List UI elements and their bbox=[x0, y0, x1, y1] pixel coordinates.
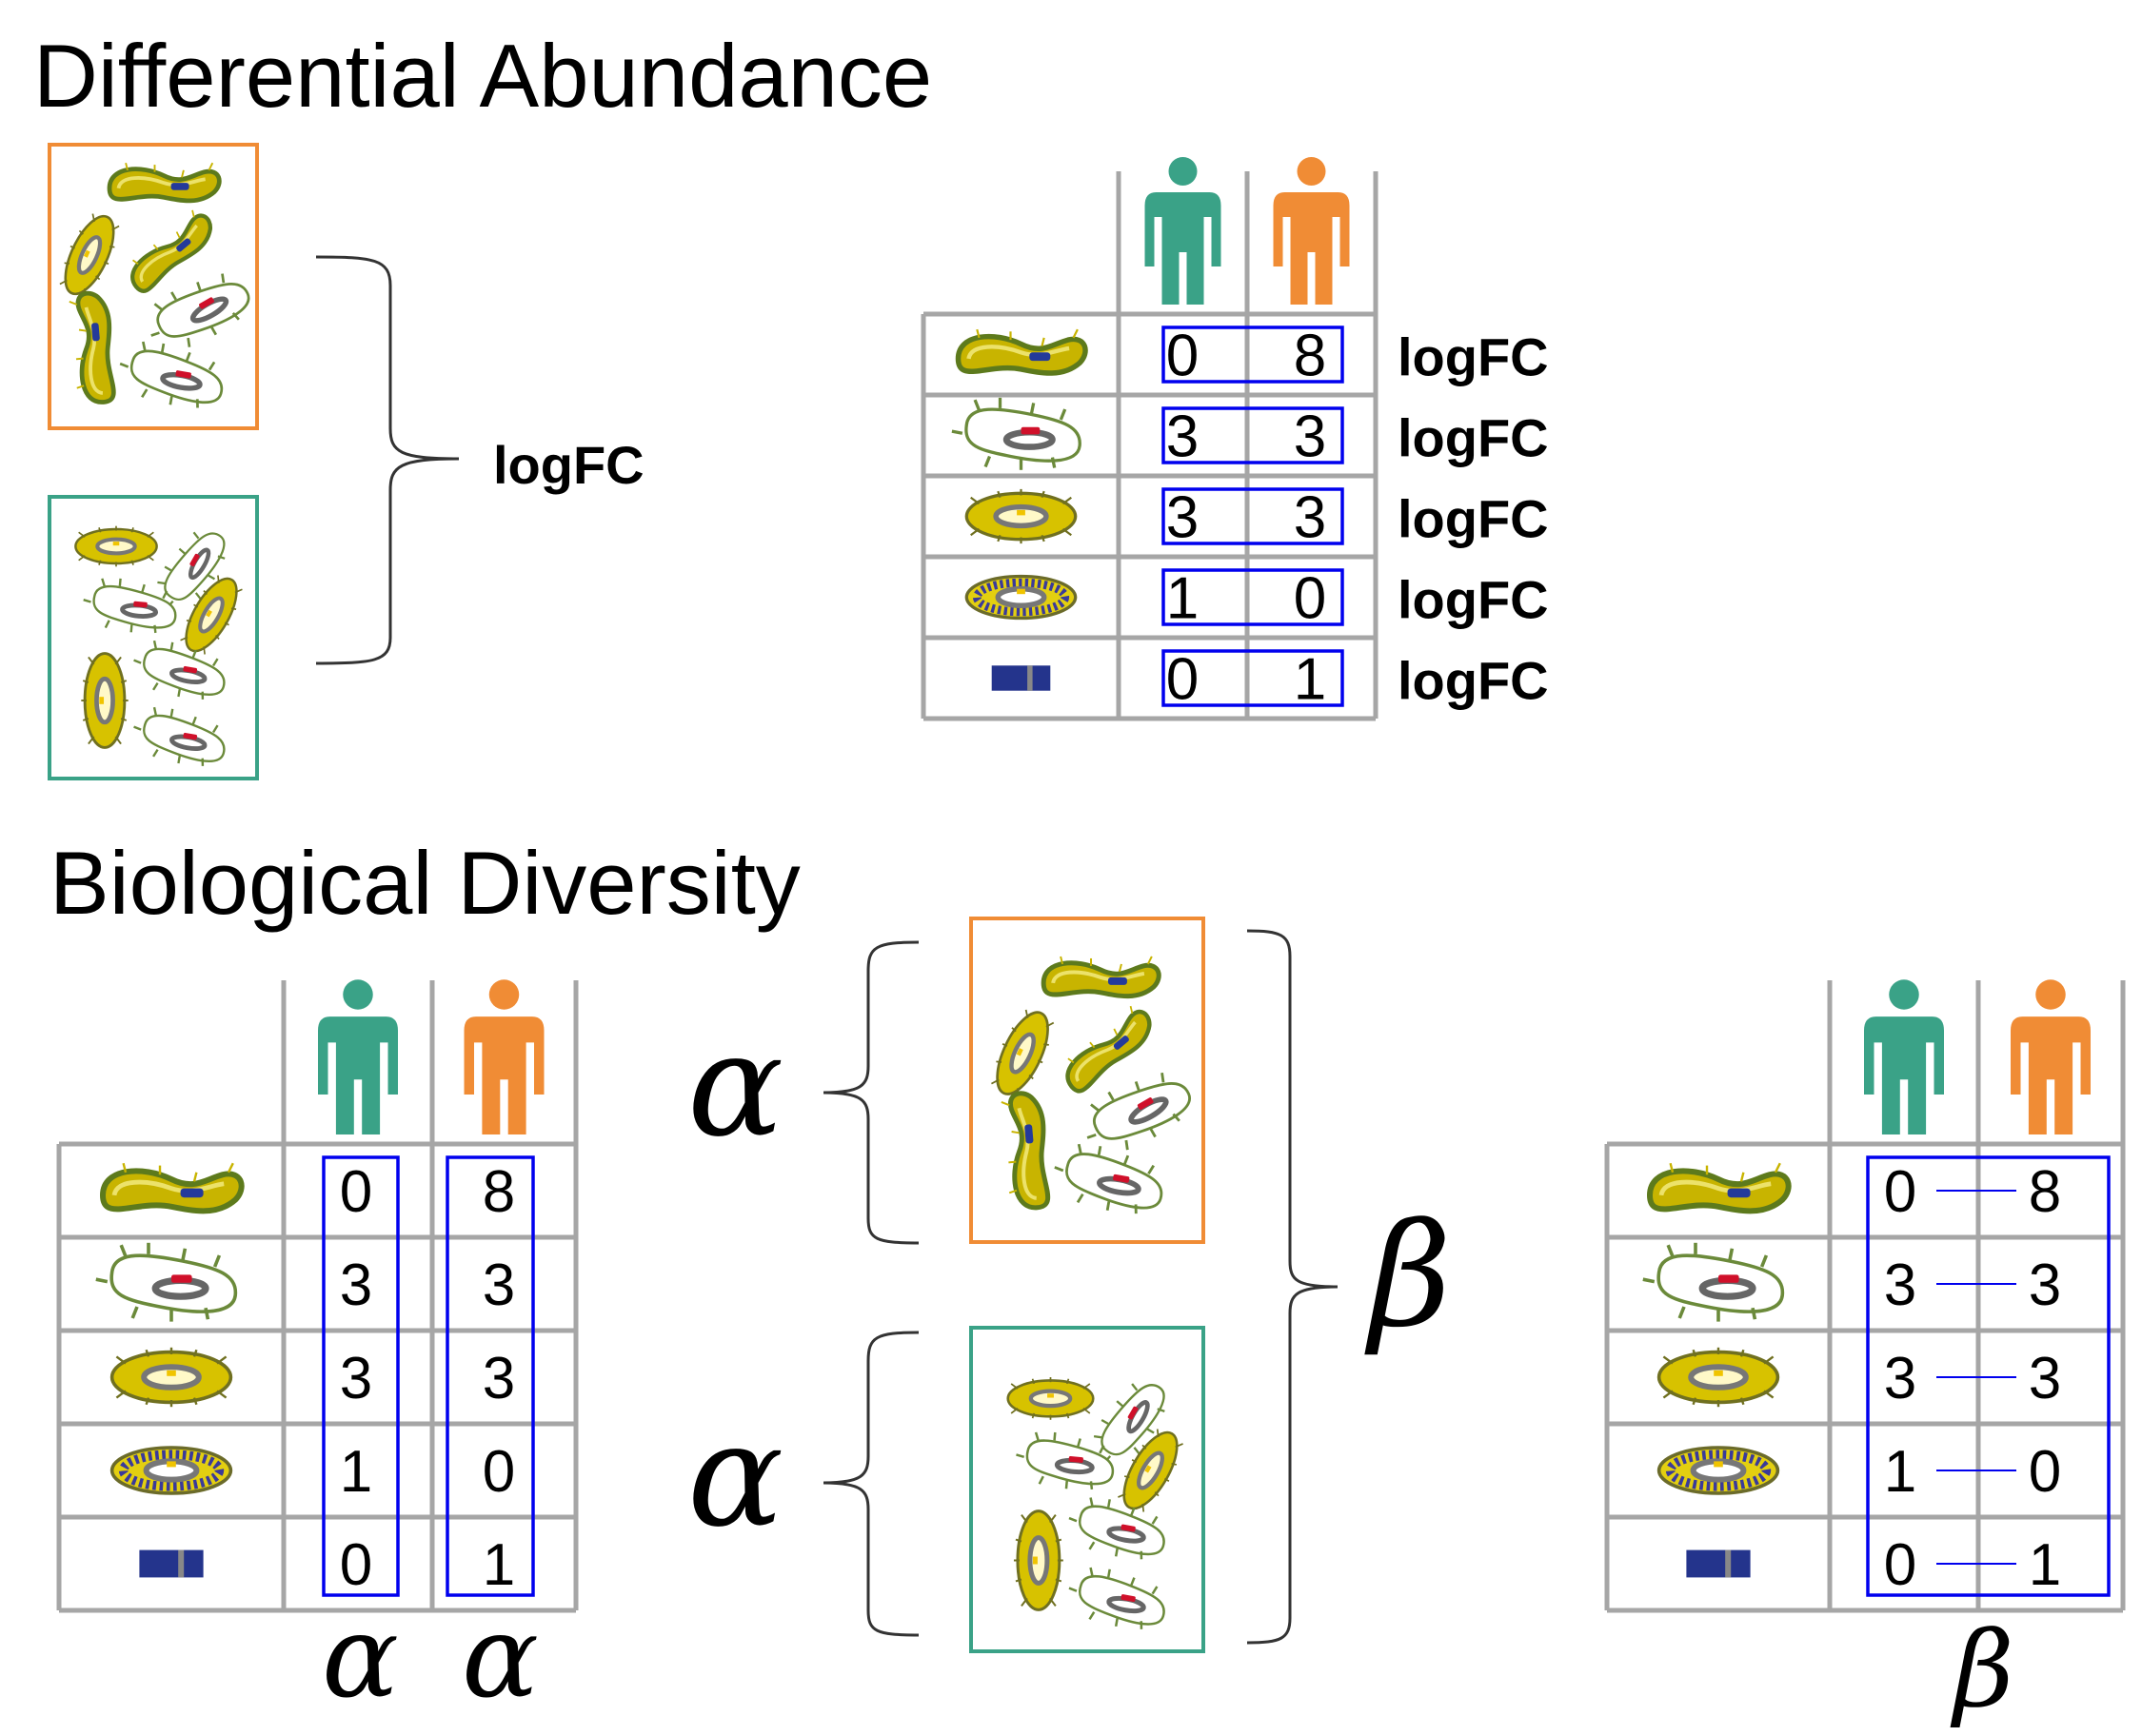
alpha-symbol-top: α bbox=[687, 1003, 783, 1169]
alpha-symbol-column: α bbox=[462, 1591, 539, 1724]
alpha-brace-top bbox=[823, 940, 920, 1245]
curved-bacterium-icon bbox=[103, 1163, 242, 1211]
curved-bacterium-icon bbox=[959, 329, 1086, 373]
ringed-bacterium-icon bbox=[112, 1348, 231, 1407]
row-logfc-label: logFC bbox=[1398, 408, 1549, 468]
person-icon bbox=[464, 979, 545, 1134]
striped-bacterium-icon bbox=[112, 1448, 231, 1493]
spiky-bacterium-icon bbox=[96, 1243, 236, 1322]
person-icon bbox=[2011, 979, 2091, 1134]
cell-value: 3 bbox=[340, 1253, 372, 1318]
striped-bacterium-icon bbox=[966, 577, 1075, 619]
cell-value: 1 bbox=[2029, 1532, 2061, 1598]
beta-symbol-table: β bbox=[1950, 1608, 2014, 1730]
sample-green bbox=[48, 495, 259, 780]
row-logfc-label: logFC bbox=[1398, 570, 1549, 630]
sample-orange-diversity bbox=[969, 917, 1205, 1244]
cell-value: 0 bbox=[1294, 566, 1326, 632]
ringed-bacterium-icon bbox=[1659, 1348, 1778, 1407]
cell-value: 3 bbox=[483, 1346, 515, 1411]
section-title-differential-abundance: Differential Abundance bbox=[33, 26, 932, 126]
person-icon bbox=[1273, 157, 1350, 305]
cell-value: 0 bbox=[1884, 1532, 1916, 1598]
row-highlight-box bbox=[1161, 649, 1344, 707]
spiky-bacterium-icon bbox=[1643, 1243, 1783, 1322]
cell-value: 0 bbox=[1884, 1159, 1916, 1225]
cell-value: 8 bbox=[2029, 1159, 2061, 1225]
row-logfc-label: logFC bbox=[1398, 327, 1549, 387]
cell-value: 3 bbox=[483, 1253, 515, 1318]
cell-value: 1 bbox=[483, 1532, 515, 1598]
alpha-brace-bottom bbox=[823, 1331, 920, 1637]
person-icon bbox=[1144, 157, 1221, 305]
person-icon bbox=[318, 979, 398, 1134]
cell-value: 1 bbox=[1884, 1439, 1916, 1505]
rod-bacterium-icon bbox=[991, 665, 1051, 691]
beta-brace bbox=[1246, 929, 1339, 1645]
cell-value: 3 bbox=[2029, 1346, 2061, 1411]
cell-value: 0 bbox=[340, 1159, 372, 1225]
striped-bacterium-icon bbox=[1659, 1448, 1778, 1493]
row-logfc-label: logFC bbox=[1398, 489, 1549, 549]
cell-value: 3 bbox=[340, 1346, 372, 1411]
cell-value: 0 bbox=[1166, 647, 1199, 713]
sample-orange bbox=[48, 143, 259, 430]
rod-bacterium-icon bbox=[1686, 1549, 1751, 1578]
column-highlight-box bbox=[322, 1155, 400, 1597]
row-highlight-box bbox=[1161, 487, 1344, 545]
cell-value: 3 bbox=[1166, 404, 1199, 470]
person-icon bbox=[1864, 979, 1944, 1134]
sample-green-diversity bbox=[969, 1326, 1205, 1653]
cell-value: 1 bbox=[1166, 566, 1199, 632]
cell-value: 0 bbox=[2029, 1439, 2061, 1505]
cell-value: 3 bbox=[1166, 485, 1199, 551]
row-logfc-label: logFC bbox=[1398, 651, 1549, 711]
spiky-bacterium-icon bbox=[952, 398, 1080, 470]
ringed-bacterium-icon bbox=[966, 489, 1075, 543]
cell-value: 0 bbox=[1166, 324, 1199, 389]
cell-value: 8 bbox=[1294, 324, 1326, 389]
cell-value: 1 bbox=[340, 1439, 372, 1505]
table-highlight-box bbox=[1866, 1155, 2111, 1597]
cell-value: 3 bbox=[2029, 1253, 2061, 1318]
cell-value: 0 bbox=[483, 1439, 515, 1505]
row-highlight-box bbox=[1161, 568, 1344, 626]
row-highlight-box bbox=[1161, 326, 1344, 384]
alpha-symbol-column: α bbox=[322, 1591, 399, 1724]
cell-value: 8 bbox=[483, 1159, 515, 1225]
abundance-table: 0 8 logFC 3 3 logFC 3 3 logFC 1 0 logFC 0 1 logFC bbox=[921, 157, 1549, 721]
cell-value: 3 bbox=[1294, 404, 1326, 470]
curved-bacterium-icon bbox=[1650, 1163, 1789, 1211]
rod-bacterium-icon bbox=[139, 1549, 204, 1578]
cell-value: 3 bbox=[1294, 485, 1326, 551]
alpha-symbol-bottom: α bbox=[687, 1393, 783, 1559]
logfc-label: logFC bbox=[493, 435, 645, 495]
cell-value: 3 bbox=[1884, 1346, 1916, 1411]
cell-value: 3 bbox=[1884, 1253, 1916, 1318]
column-highlight-box bbox=[446, 1155, 535, 1597]
beta-symbol-center: β bbox=[1364, 1194, 1452, 1359]
cell-value: 1 bbox=[1294, 647, 1326, 713]
cell-value: 0 bbox=[340, 1532, 372, 1598]
curly-bracket bbox=[315, 255, 460, 665]
row-highlight-box bbox=[1161, 406, 1344, 464]
section-title-biological-diversity: Biological Diversity bbox=[50, 833, 801, 933]
